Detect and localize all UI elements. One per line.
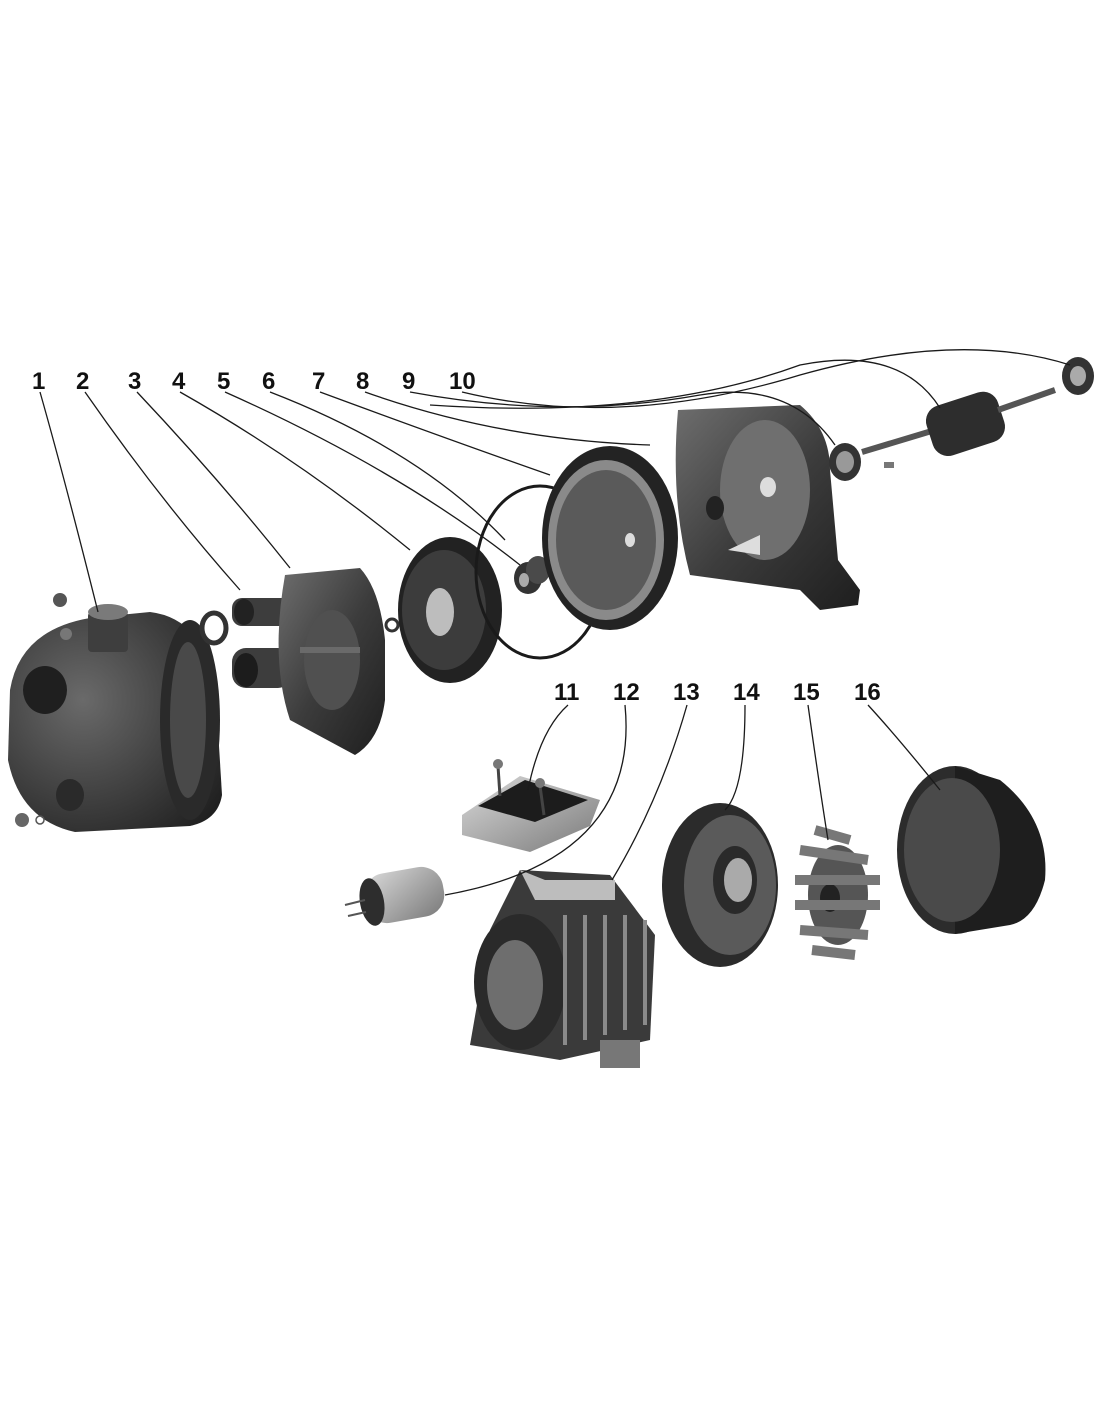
leader-3 [136, 391, 291, 569]
leader-9 [409, 391, 836, 446]
callout-label-3: 3 [128, 368, 141, 395]
part-16-fan-cover [897, 766, 1046, 934]
rotor-shaft-assembly [861, 387, 1056, 468]
callout-label-2: 2 [76, 368, 89, 395]
callout-label-13: 13 [673, 679, 700, 706]
part-12-capacitor [344, 866, 445, 926]
leader-lines [39, 349, 1071, 896]
part-15-cooling-fan [795, 825, 880, 960]
leader-6 [269, 391, 506, 541]
callout-label-14: 14 [733, 679, 760, 706]
leader-2 [84, 391, 241, 591]
leader-1 [39, 391, 99, 613]
part-11-terminal-box [462, 759, 600, 852]
callout-label-11: 11 [554, 679, 579, 706]
leader-14 [724, 704, 746, 811]
part-10-bearing [1062, 357, 1094, 395]
part-7-seal-plate [542, 446, 678, 630]
leader-15 [807, 704, 829, 841]
part-8-motor-bracket [675, 405, 860, 610]
callout-label-9: 9 [402, 368, 415, 395]
part-2-diffuser [199, 598, 292, 688]
callout-label-5: 5 [217, 368, 230, 395]
part-14-end-shield [662, 803, 778, 967]
leader-8 [364, 391, 651, 446]
part-1-pump-casing [8, 593, 222, 832]
callout-labels: 1 2 3 4 5 6 7 8 9 10 11 12 13 14 15 16 [32, 368, 881, 706]
part-13-motor-housing [470, 870, 655, 1068]
leader-16 [867, 704, 941, 791]
callout-label-8: 8 [356, 368, 369, 395]
part-4-impeller [398, 537, 502, 683]
callout-label-15: 15 [793, 679, 820, 706]
leader-13 [611, 704, 688, 881]
part-3-diffuser-plate [278, 568, 400, 755]
part-5-mechanical-seal [514, 556, 550, 594]
leader-11 [527, 704, 569, 791]
callout-label-16: 16 [854, 679, 881, 706]
leader-7 [319, 391, 551, 476]
callout-label-7: 7 [312, 368, 325, 395]
callout-label-6: 6 [262, 368, 275, 395]
leader-9b [429, 359, 941, 409]
leader-10 [461, 349, 1071, 409]
callout-label-4: 4 [172, 368, 186, 395]
callout-label-12: 12 [613, 679, 640, 706]
callout-label-10: 10 [449, 368, 476, 395]
leader-5 [224, 391, 521, 566]
leader-12 [444, 704, 627, 896]
part-9-bearing [829, 443, 861, 481]
leader-4 [179, 391, 411, 551]
callout-label-1: 1 [32, 368, 45, 395]
